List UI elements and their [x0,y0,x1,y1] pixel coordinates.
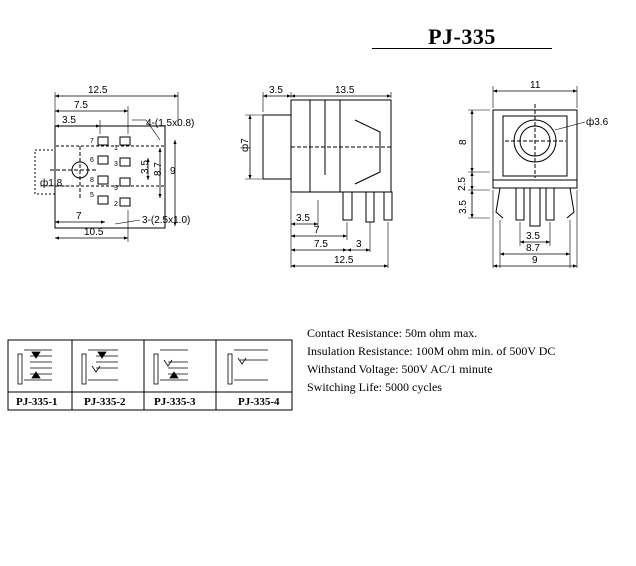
end-dim-width-top: 11 [530,80,541,91]
variants-table-frame [7,339,293,411]
spec-insulation-resistance: Insulation Resistance: 100M ohm min. of … [307,344,556,358]
side-dim-pin3b: 3 [356,239,362,250]
end-dim-total: 9 [532,255,538,266]
front-view [34,92,179,242]
front-dim-hole: ф1.8 [40,177,63,189]
specifications: Contact Resistance: 50m ohm max. Insulat… [307,324,555,396]
page-title: PJ-335 [428,24,496,49]
variant-label-4: PJ-335-4 [238,396,280,408]
variant-label-1: PJ-335-1 [16,396,58,408]
pin-label-1: 1 [114,145,118,152]
side-dim-pin2: 7 [314,225,320,236]
side-nose [262,114,292,180]
front-dim-width-total: 12.5 [88,85,108,96]
side-pin-3 [383,191,393,221]
front-body-outline [54,125,166,229]
spec-withstand-voltage: Withstand Voltage: 500V AC/1 minute [307,362,493,376]
schematic-pj-335-4 [227,349,268,385]
front-dim-width-bottom-left: 7 [76,211,82,222]
end-view [468,86,586,268]
side-dim-pin1: 3.5 [296,213,310,224]
side-body-outline [290,99,392,193]
front-dim-width-mid: 7.5 [74,100,88,111]
side-pin-1 [342,191,353,221]
pin-label-6: 6 [90,157,94,164]
side-dim-pin3: 7.5 [314,239,328,250]
schematic-pj-335-1 [17,349,52,385]
pin-label-8: 8 [90,177,94,184]
side-view [245,92,393,268]
end-dim-height-body: 8 [458,139,469,145]
end-dim-pin-mid: 8.7 [526,243,540,254]
front-callout-bottom: 3-(2.5x1.0) [142,215,190,226]
side-dim-total: 12.5 [334,255,354,266]
pin-label-7: 7 [90,138,94,145]
variants-table [7,339,293,411]
schematic-pj-335-3 [153,349,188,385]
end-dim-hole: ф3.6 [586,116,609,128]
end-dim-height-b: 3.5 [458,200,469,214]
end-dim-height-a: 2.5 [457,177,468,191]
side-pin-2 [365,191,375,223]
side-dim-diameter: ф7 [239,138,251,152]
front-dim-width-left: 3.5 [62,115,76,126]
pin-label-5: 5 [90,192,94,199]
variant-label-2: PJ-335-2 [84,396,126,408]
pin-label-2: 2 [114,201,118,208]
spec-contact-resistance: Contact Resistance: 50m ohm max. [307,326,478,340]
front-dim-height-right: 9 [170,166,176,177]
schematic-pj-335-2 [81,349,118,385]
side-dim-top-right: 13.5 [335,85,355,96]
side-dim-top-left: 3.5 [269,85,283,96]
end-dim-pin-small: 3.5 [526,231,540,242]
pin-label-9: 9 [114,185,118,192]
title-underline [372,48,552,49]
front-mounting-boss [34,149,56,195]
front-dim-height-small: 3.5 [140,160,151,174]
front-dim-height-mid: 8.7 [153,162,164,176]
variant-label-3: PJ-335-3 [154,396,196,408]
pin-label-3: 3 [114,161,118,168]
front-callout-top: 4-(1.5x0.8) [146,118,194,129]
front-dim-width-bottom: 10.5 [84,227,104,238]
spec-switching-life: Switching Life: 5000 cycles [307,380,442,394]
